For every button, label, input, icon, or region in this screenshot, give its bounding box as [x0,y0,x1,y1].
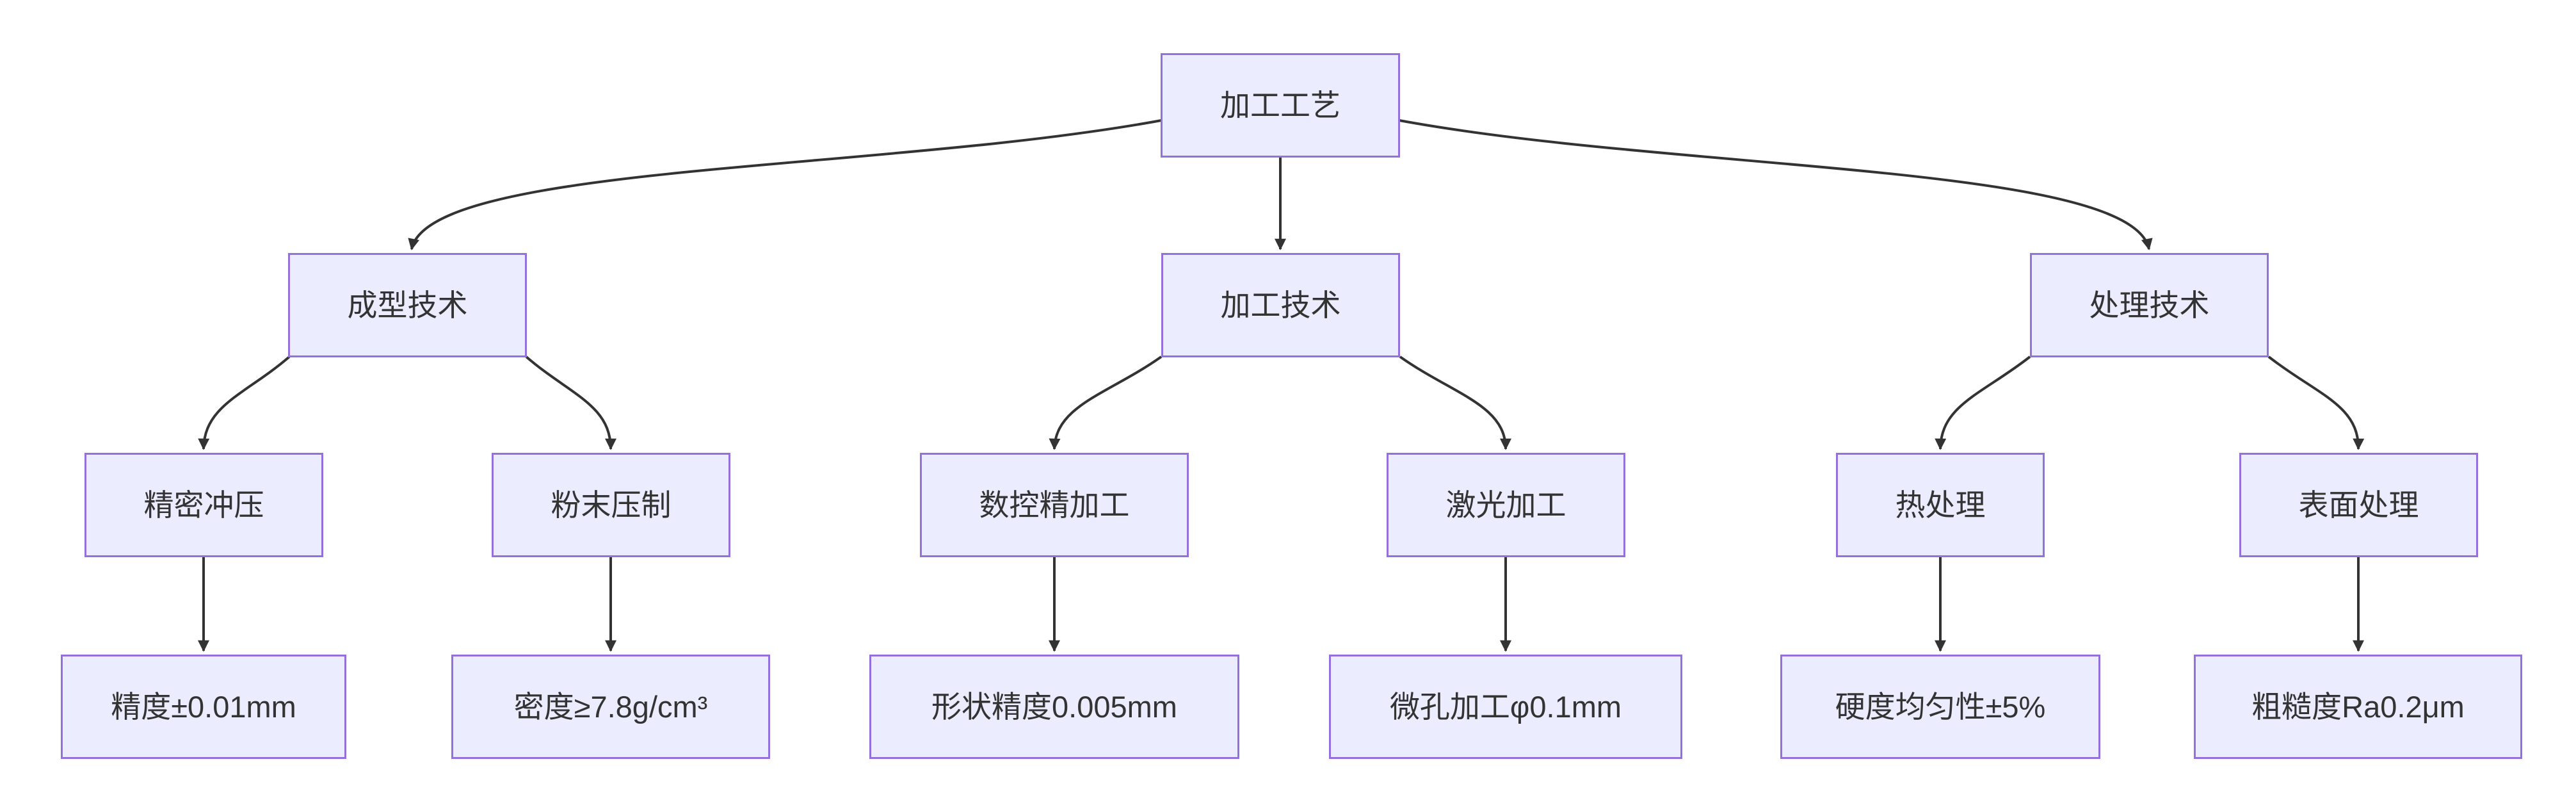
node-processing-root: 加工工艺 [1161,53,1400,158]
node-surface-treatment: 表面处理 [2239,453,2478,557]
node-powder-spec: 密度≥7.8g/cm³ [451,655,770,759]
node-stamping-spec: 精度±0.01mm [61,655,346,759]
node-laser-spec: 微孔加工φ0.1mm [1329,655,1682,759]
node-treatment-technology: 处理技术 [2030,253,2269,357]
edge-root-to-forming [408,119,1162,250]
edge-machining-to-cnc [1049,355,1163,450]
node-cnc-spec: 形状精度0.005mm [869,655,1239,759]
node-forming-technology: 成型技术 [288,253,527,357]
edge-root-to-treatment [1399,119,2153,250]
node-surface-spec: 粗糙度Ra0.2μm [2194,655,2522,759]
edge-forming-to-stamping [198,355,291,450]
edge-machining-to-laser [1399,355,1511,450]
node-machining-technology: 加工技术 [1161,253,1400,357]
node-heat-treatment: 热处理 [1836,453,2045,557]
node-heat-spec: 硬度均匀性±5% [1780,655,2100,759]
node-laser-machining: 激光加工 [1387,453,1625,557]
edge-treatment-to-heat [1935,355,2031,450]
node-cnc-finishing: 数控精加工 [920,453,1189,557]
edge-treatment-to-surface [2267,355,2365,450]
node-powder-pressing: 粉末压制 [492,453,730,557]
node-precision-stamping: 精密冲压 [85,453,323,557]
edge-forming-to-powder [525,355,616,450]
